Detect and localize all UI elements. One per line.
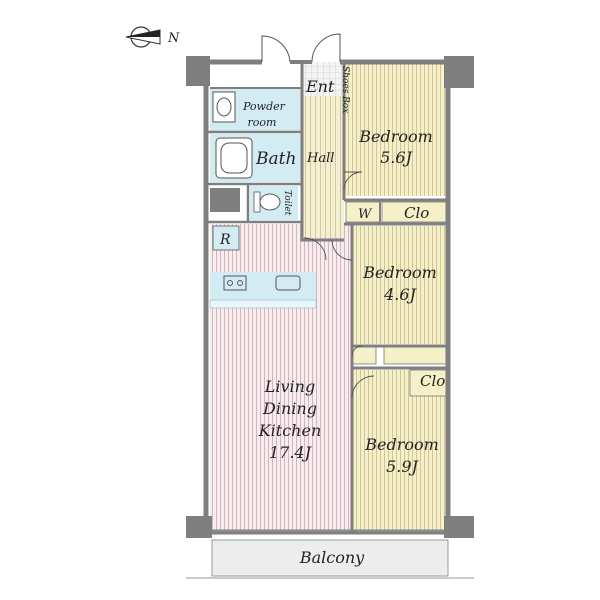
compass-icon: N [125,26,180,48]
bedroom-1-floor [344,62,446,196]
refrigerator-label: R [219,232,231,248]
basin-icon [212,91,236,123]
bedroom-2-name: Bedroom [362,263,437,282]
balcony-floor [211,539,449,577]
bedroom-1-size: 5.6J [380,148,413,167]
bath-label: Bath [255,149,296,169]
interior-doors [303,171,375,399]
entrance-door [261,33,341,64]
bedroom-2-size: 4.6J [383,285,417,304]
sink-icon [275,275,301,291]
storage-strip [383,345,447,365]
closet-2 [409,369,447,397]
shoes-box-label: Shoes Box [340,66,350,113]
hall-floor [302,96,344,238]
columns [186,56,474,538]
closet-2-label: Clo [420,372,445,390]
entrance-floor [302,62,342,96]
bedroom-3-name: Bedroom [364,435,439,454]
bedroom-3-size: 5.9J [386,457,419,476]
powder-room-label-1: Powder [242,100,286,113]
bedroom-1-name: Bedroom [358,127,433,146]
stove-icon [223,275,247,291]
bathtub-icon [215,137,253,179]
balcony-label: Balcony [299,548,365,567]
toilet-icon [253,191,261,213]
walk-in-label: W [358,207,373,222]
closet-1-label: Clo [404,204,429,222]
ldk-label-2: Dining [262,399,317,418]
bedroom-2-floor [352,226,446,344]
toilet-label: Toilet [282,190,292,216]
hall-label: Hall [306,151,334,166]
refrigerator-space [212,225,240,251]
ldk-size: 17.4J [269,443,313,462]
ldk-label-1: Living [264,377,315,396]
compass-label: N [167,31,180,46]
bedroom-3-floor [352,370,446,530]
entrance-label: Ent [305,77,335,96]
powder-room-label-2: room [248,116,277,129]
ldk-label-3: Kitchen [258,421,322,440]
